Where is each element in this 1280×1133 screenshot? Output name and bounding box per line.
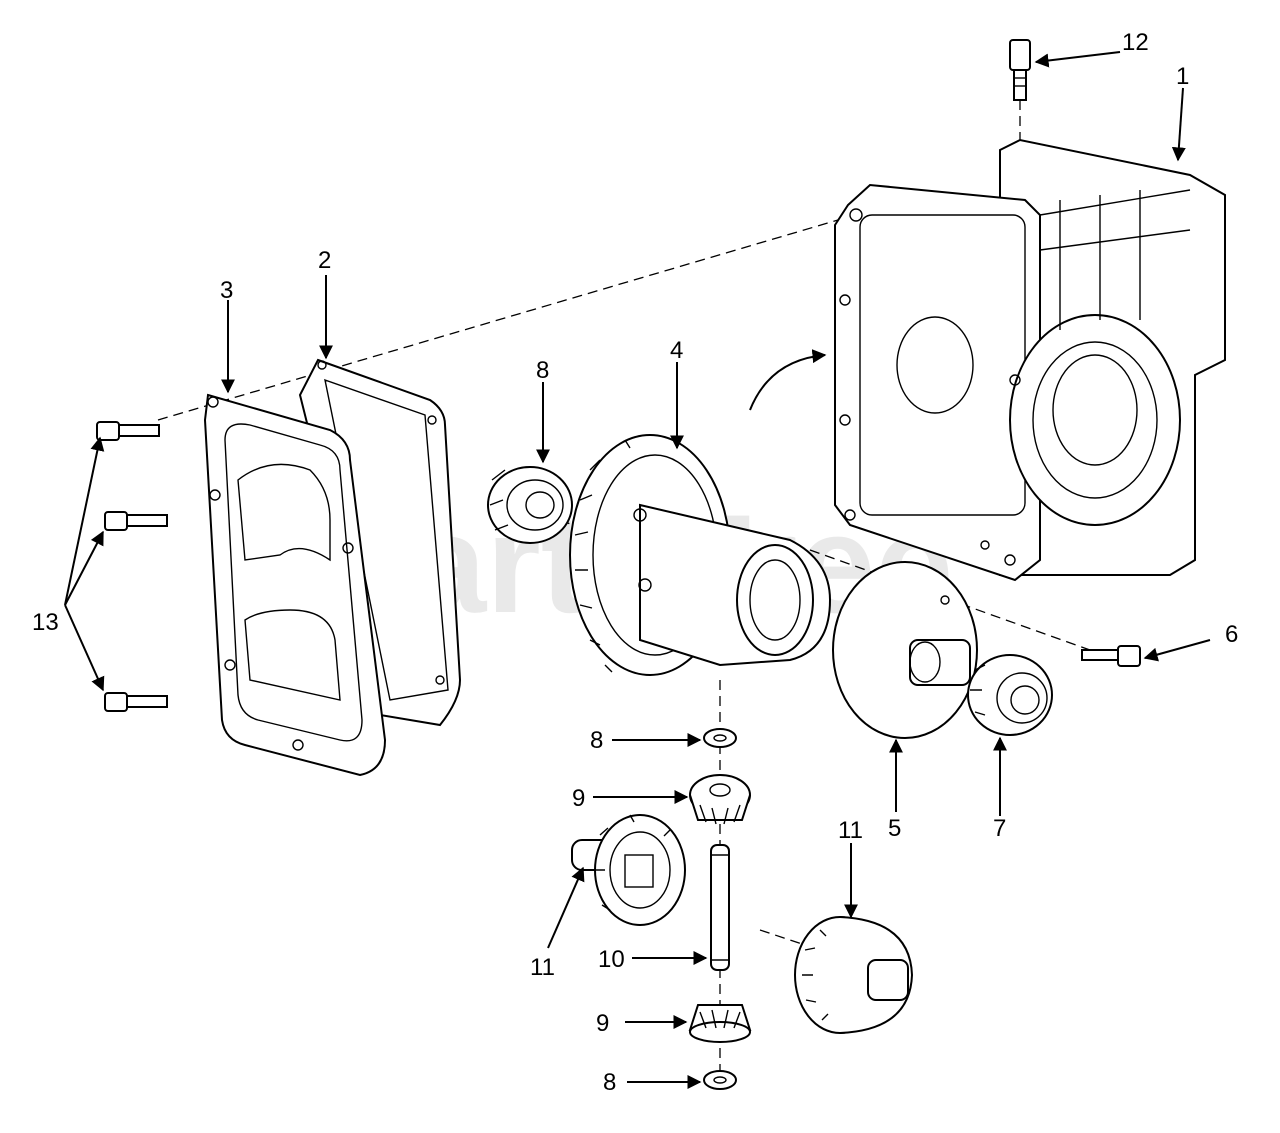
ball-bearing xyxy=(487,466,573,544)
callout-2: 2 xyxy=(318,247,331,274)
thrust-washer-lower xyxy=(703,1070,737,1090)
callout-7: 7 xyxy=(993,815,1006,842)
callout-labels: 1 2 3 4 5 6 7 8 8 8 9 9 10 11 11 12 13 xyxy=(32,29,1238,1096)
pinion-gear-upper xyxy=(689,774,751,825)
roller-bearing xyxy=(967,654,1053,736)
callout-8-washer-lower: 8 xyxy=(603,1069,616,1096)
callout-5: 5 xyxy=(888,815,901,842)
leader-lines xyxy=(64,51,1211,1089)
ring-gear-case xyxy=(569,434,832,676)
side-gear-right xyxy=(794,916,914,1034)
callout-10: 10 xyxy=(598,946,625,973)
pinion-gear-lower xyxy=(688,1004,752,1043)
callout-8-washer-upper: 8 xyxy=(590,727,603,754)
callout-4: 4 xyxy=(670,337,683,364)
bolt xyxy=(1081,645,1141,667)
vent-plug xyxy=(1009,39,1031,101)
cover-screws xyxy=(96,421,168,712)
callout-9-lower: 9 xyxy=(596,1010,609,1037)
thrust-washer-upper xyxy=(703,728,737,748)
cross-shaft xyxy=(710,844,730,971)
side-gear-left xyxy=(571,814,686,926)
differential-cover xyxy=(832,561,978,739)
callout-1: 1 xyxy=(1176,63,1189,90)
callout-6: 6 xyxy=(1225,621,1238,648)
callout-8-bearing: 8 xyxy=(536,357,549,384)
callout-9-upper: 9 xyxy=(572,785,585,812)
callout-3: 3 xyxy=(220,277,233,304)
callout-13: 13 xyxy=(32,609,59,636)
callout-12: 12 xyxy=(1122,29,1149,56)
callout-11-left: 11 xyxy=(530,954,555,981)
transmission-housing xyxy=(749,138,1226,582)
cover-plate xyxy=(203,393,387,777)
callout-11-right: 11 xyxy=(838,817,863,844)
